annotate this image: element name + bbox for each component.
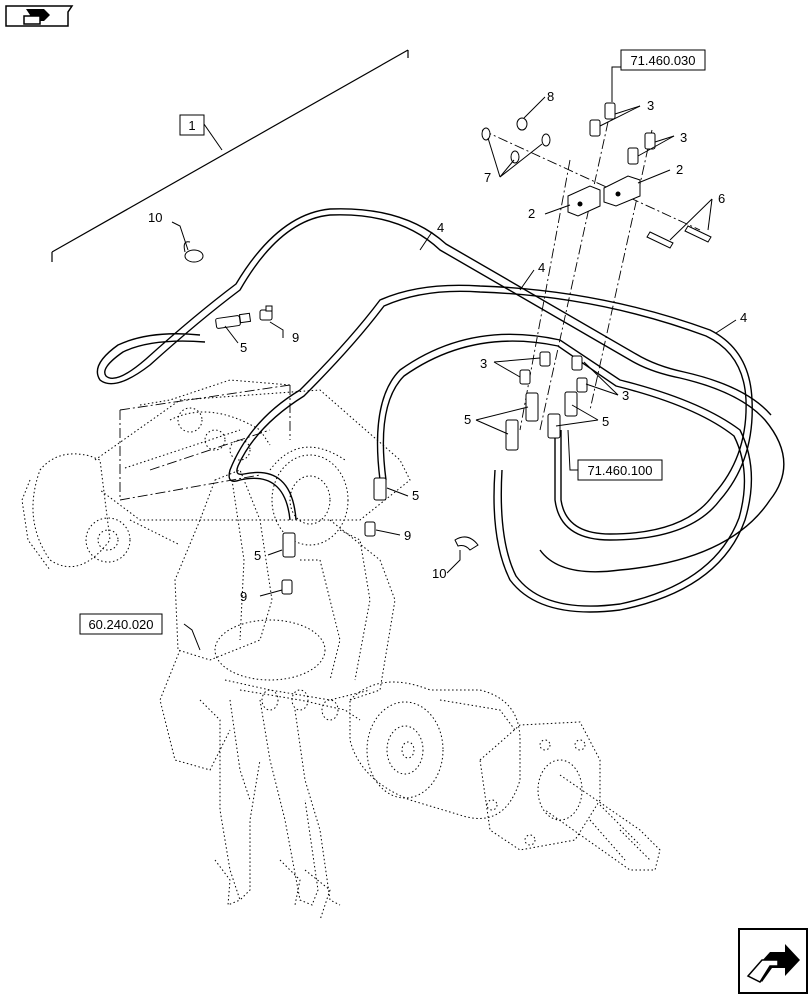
cap-9-boom-left (259, 579, 293, 597)
svg-text:1: 1 (188, 118, 195, 133)
fitting-block (481, 102, 712, 451)
callout-10-a: 10 (148, 210, 162, 225)
bolt-6 (646, 225, 712, 249)
nut-8 (516, 117, 528, 131)
callout-9-c: 9 (240, 589, 247, 604)
callout-5-d: 5 (412, 488, 419, 503)
callout-3-c: 3 (480, 356, 487, 371)
ref-box-71-460-030[interactable]: 71.460.030 (620, 49, 706, 71)
svg-text:60.240.020: 60.240.020 (88, 617, 153, 632)
callout-3-d: 3 (622, 388, 629, 403)
block-2-left (567, 185, 601, 217)
callout-4-b: 4 (538, 260, 545, 275)
callout-9-b: 9 (404, 528, 411, 543)
callout-3-b: 3 (680, 130, 687, 145)
construction-lines-frame (119, 384, 291, 501)
callout-3-a: 3 (647, 98, 654, 113)
washer-7 (481, 127, 551, 164)
callout-5-c: 5 (602, 414, 609, 429)
coupling-5-boom-left (267, 532, 296, 558)
leader-lines (171, 66, 737, 651)
hose-clip-10-lower (454, 536, 479, 551)
svg-text:71.460.030: 71.460.030 (630, 53, 695, 68)
coupling-5-left (215, 312, 252, 344)
machine-body-dotted (21, 379, 661, 921)
coupling-5-lower (505, 391, 578, 451)
callout-2-b: 2 (676, 162, 683, 177)
fitting-3-lower (519, 351, 588, 393)
cap-9-boom-right (364, 521, 401, 537)
coupling-5-boom-right (373, 477, 409, 501)
ref-box-1[interactable]: 1 (179, 114, 205, 136)
callout-2-a: 2 (528, 206, 535, 221)
cap-9-left (259, 305, 284, 338)
callout-9-a: 9 (292, 330, 299, 345)
hose-clip-10-upper (183, 241, 204, 263)
svg-text:71.460.100: 71.460.100 (587, 463, 652, 478)
callout-8: 8 (547, 89, 554, 104)
block-2-right (603, 175, 641, 207)
hose-4-right (228, 284, 753, 541)
callout-10-b: 10 (432, 566, 446, 581)
callout-5-a: 5 (240, 340, 247, 355)
next-page-arrow-icon[interactable] (738, 928, 808, 994)
assembly-bracket-line (51, 49, 409, 262)
fitting-3-top (589, 102, 656, 165)
callout-4-c: 4 (740, 310, 747, 325)
book-folder-nav-icon[interactable] (5, 5, 74, 27)
callout-5-b: 5 (464, 412, 471, 427)
hose-4-long (96, 208, 785, 573)
ref-box-60-240-020[interactable]: 60.240.020 (79, 613, 163, 635)
callout-5-e: 5 (254, 548, 261, 563)
callout-6: 6 (718, 191, 725, 206)
callout-7: 7 (484, 170, 491, 185)
callout-labels: 8 3 3 7 2 2 6 10 4 4 4 5 9 3 3 5 5 5 9 5… (148, 89, 747, 604)
callout-4-a: 4 (437, 220, 444, 235)
ref-box-71-460-100[interactable]: 71.460.100 (577, 459, 663, 481)
hose-4-middle (376, 333, 753, 613)
